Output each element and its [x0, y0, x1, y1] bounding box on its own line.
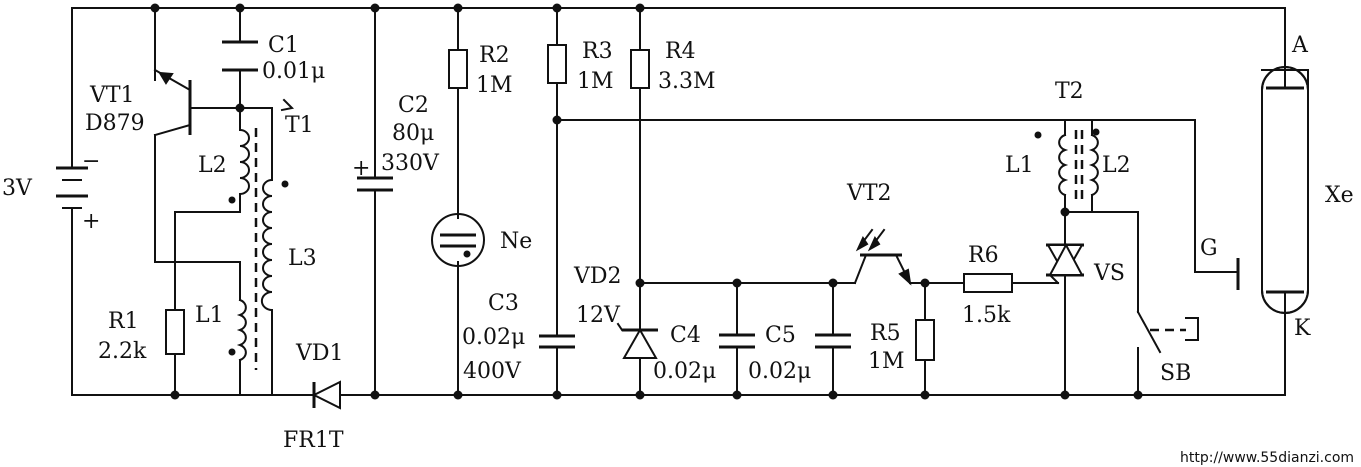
label-r2: R2 [479, 43, 510, 68]
resistor-r2 [448, 49, 468, 89]
label-c2: C2 [398, 93, 429, 118]
inductor-l1-t2 [1058, 133, 1069, 197]
label-r4-value: 3.3M [658, 69, 716, 94]
label-r5: R5 [870, 321, 901, 346]
label-k: K [1294, 316, 1311, 341]
label-battery-minus: − [82, 149, 100, 174]
label-sb: SB [1160, 361, 1191, 386]
resistor-r4 [630, 49, 650, 89]
label-l1-left: L1 [195, 303, 224, 328]
label-c1: C1 [268, 33, 299, 58]
neon-lamp-ne [431, 213, 485, 267]
label-r5-value: 1M [868, 349, 905, 374]
label-l2-left: L2 [198, 153, 227, 178]
label-r1: R1 [108, 309, 139, 334]
capacitor-c3 [539, 334, 575, 349]
label-3v: 3V [2, 176, 33, 201]
watermark-text: http://www.55dianzi.com [1180, 450, 1354, 466]
label-r6: R6 [968, 243, 999, 268]
label-ne: Ne [500, 229, 532, 254]
label-c2-value: 80μ [392, 121, 434, 146]
label-l2-right: L2 [1102, 153, 1131, 178]
label-battery-plus: + [82, 209, 100, 234]
label-vd2: VD2 [573, 264, 622, 289]
resistor-r1 [165, 309, 185, 355]
label-vd1: VD1 [295, 341, 344, 366]
label-c5-value: 0.02μ [748, 359, 811, 384]
label-d879: D879 [85, 111, 145, 136]
label-vd2-value: 12V [576, 303, 621, 328]
label-c5: C5 [765, 323, 796, 348]
label-xe: Xe [1325, 183, 1354, 208]
label-c4: C4 [670, 323, 701, 348]
junction-dots [150, 3, 1143, 400]
capacitor-c1 [222, 40, 258, 72]
battery-3v [56, 166, 88, 209]
capacitor-c5 [815, 333, 851, 349]
capacitor-c4 [719, 333, 755, 349]
resistor-r3 [547, 44, 567, 84]
inductor-l2-t1 [238, 128, 250, 196]
label-l1-right: L1 [1005, 153, 1034, 178]
label-c4-value: 0.02μ [653, 359, 716, 384]
label-a: A [1291, 33, 1309, 58]
label-l3: L3 [288, 246, 317, 271]
switch-sb[interactable] [1136, 310, 1199, 361]
transformer-t1 [228, 98, 295, 370]
inductor-l3 [260, 178, 274, 312]
label-r4: R4 [665, 39, 696, 64]
label-fr1t: FR1T [283, 428, 344, 453]
transformer-t2 [1034, 119, 1100, 213]
resistor-r6 [963, 273, 1013, 293]
label-t1: T1 [285, 113, 314, 138]
label-c2-plus: + [352, 156, 370, 181]
capacitor-c2 [357, 176, 393, 192]
label-g: G [1200, 236, 1218, 261]
transistor-vt1 [153, 68, 192, 137]
label-r6-value: 1.5k [962, 303, 1011, 328]
label-r2-value: 1M [476, 73, 513, 98]
label-c1-value: 0.01μ [262, 59, 325, 84]
label-t2: T2 [1055, 79, 1084, 104]
label-c3-value: 0.02μ [462, 325, 525, 350]
t1-arrow-icon [280, 98, 295, 112]
zener-diode-vd2 [616, 322, 658, 359]
label-vs: VS [1093, 261, 1125, 286]
label-c2-voltage: 330V [381, 151, 440, 176]
light-arrows-icon [855, 228, 886, 252]
xenon-tube-xe [1236, 66, 1310, 314]
label-c3: C3 [488, 291, 519, 316]
triac-vs [1046, 242, 1084, 285]
labels: VT1 D879 C1 0.01μ T1 L2 L3 L1 R1 2.2k 3V… [2, 33, 1354, 466]
resistor-r5 [915, 319, 935, 361]
label-r3: R3 [582, 39, 613, 64]
phototransistor-vt2 [853, 228, 912, 286]
label-vt2: VT2 [846, 181, 892, 206]
inductor-l1-t1 [236, 298, 247, 362]
label-c3-voltage: 400V [463, 359, 522, 384]
label-vt1: VT1 [89, 83, 135, 108]
diode-vd1 [299, 380, 353, 410]
wires [71, 7, 1286, 396]
inductor-l2-t2 [1088, 133, 1099, 197]
label-r1-value: 2.2k [98, 339, 147, 364]
label-r3-value: 1M [577, 69, 614, 94]
